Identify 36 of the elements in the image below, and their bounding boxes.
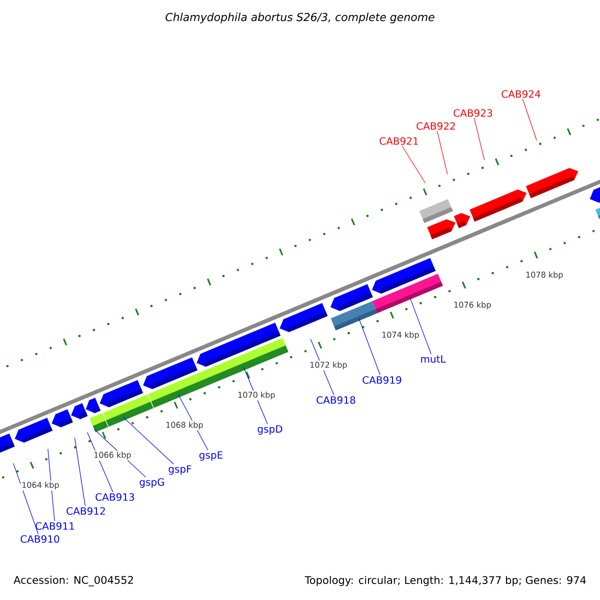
- title: Chlamydophila abortus S26/3, complete genome: [166, 12, 434, 24]
- leader-line: [436, 130, 448, 174]
- info-text: Topology: circular; Length: 1,144,377 bp; Genes: 974: [304, 576, 586, 586]
- leader-line: [48, 448, 55, 522]
- gene-label: gspE: [199, 451, 222, 461]
- scale-label: 1068 kbp: [164, 420, 204, 430]
- gene-label: CAB913: [96, 493, 134, 501]
- scale-label: 1072 kbp: [308, 360, 348, 370]
- leader-line: [13, 463, 39, 534]
- gene-label: CAB910: [20, 535, 60, 543]
- leader-line: [358, 318, 380, 376]
- gene-label: CAB919: [362, 376, 402, 384]
- info-text: Accession: NC_004552: [14, 576, 133, 586]
- gene-label: CAB912: [66, 507, 105, 515]
- gene-label: CAB911: [36, 522, 74, 530]
- scale-label: 1074 kbp: [380, 330, 420, 340]
- leader-line: [474, 118, 485, 160]
- leader-line: [123, 417, 174, 464]
- scale-label: 1064 kbp: [20, 480, 60, 490]
- scale-label: 1066 kbp: [92, 450, 132, 460]
- scale-label: 1070 kbp: [236, 390, 276, 400]
- leader-line: [410, 298, 432, 354]
- leader-line: [402, 146, 426, 184]
- leader-line: [74, 437, 86, 506]
- gene-label: CAB921: [380, 137, 418, 145]
- scale-label: 1078 kbp: [524, 270, 564, 280]
- gene-label: gspG: [140, 478, 164, 488]
- gene-label: CAB922: [416, 122, 455, 130]
- gene-label: gspD: [258, 425, 282, 435]
- gene-label: CAB918: [316, 396, 356, 404]
- gene-label: CAB923: [454, 109, 492, 117]
- gene-label: CAB924: [502, 90, 540, 98]
- scale-label: 1076 kbp: [452, 300, 492, 310]
- gene-label: gspF: [168, 465, 192, 475]
- leader-line: [522, 98, 537, 141]
- gene-label: mutL: [421, 355, 446, 363]
